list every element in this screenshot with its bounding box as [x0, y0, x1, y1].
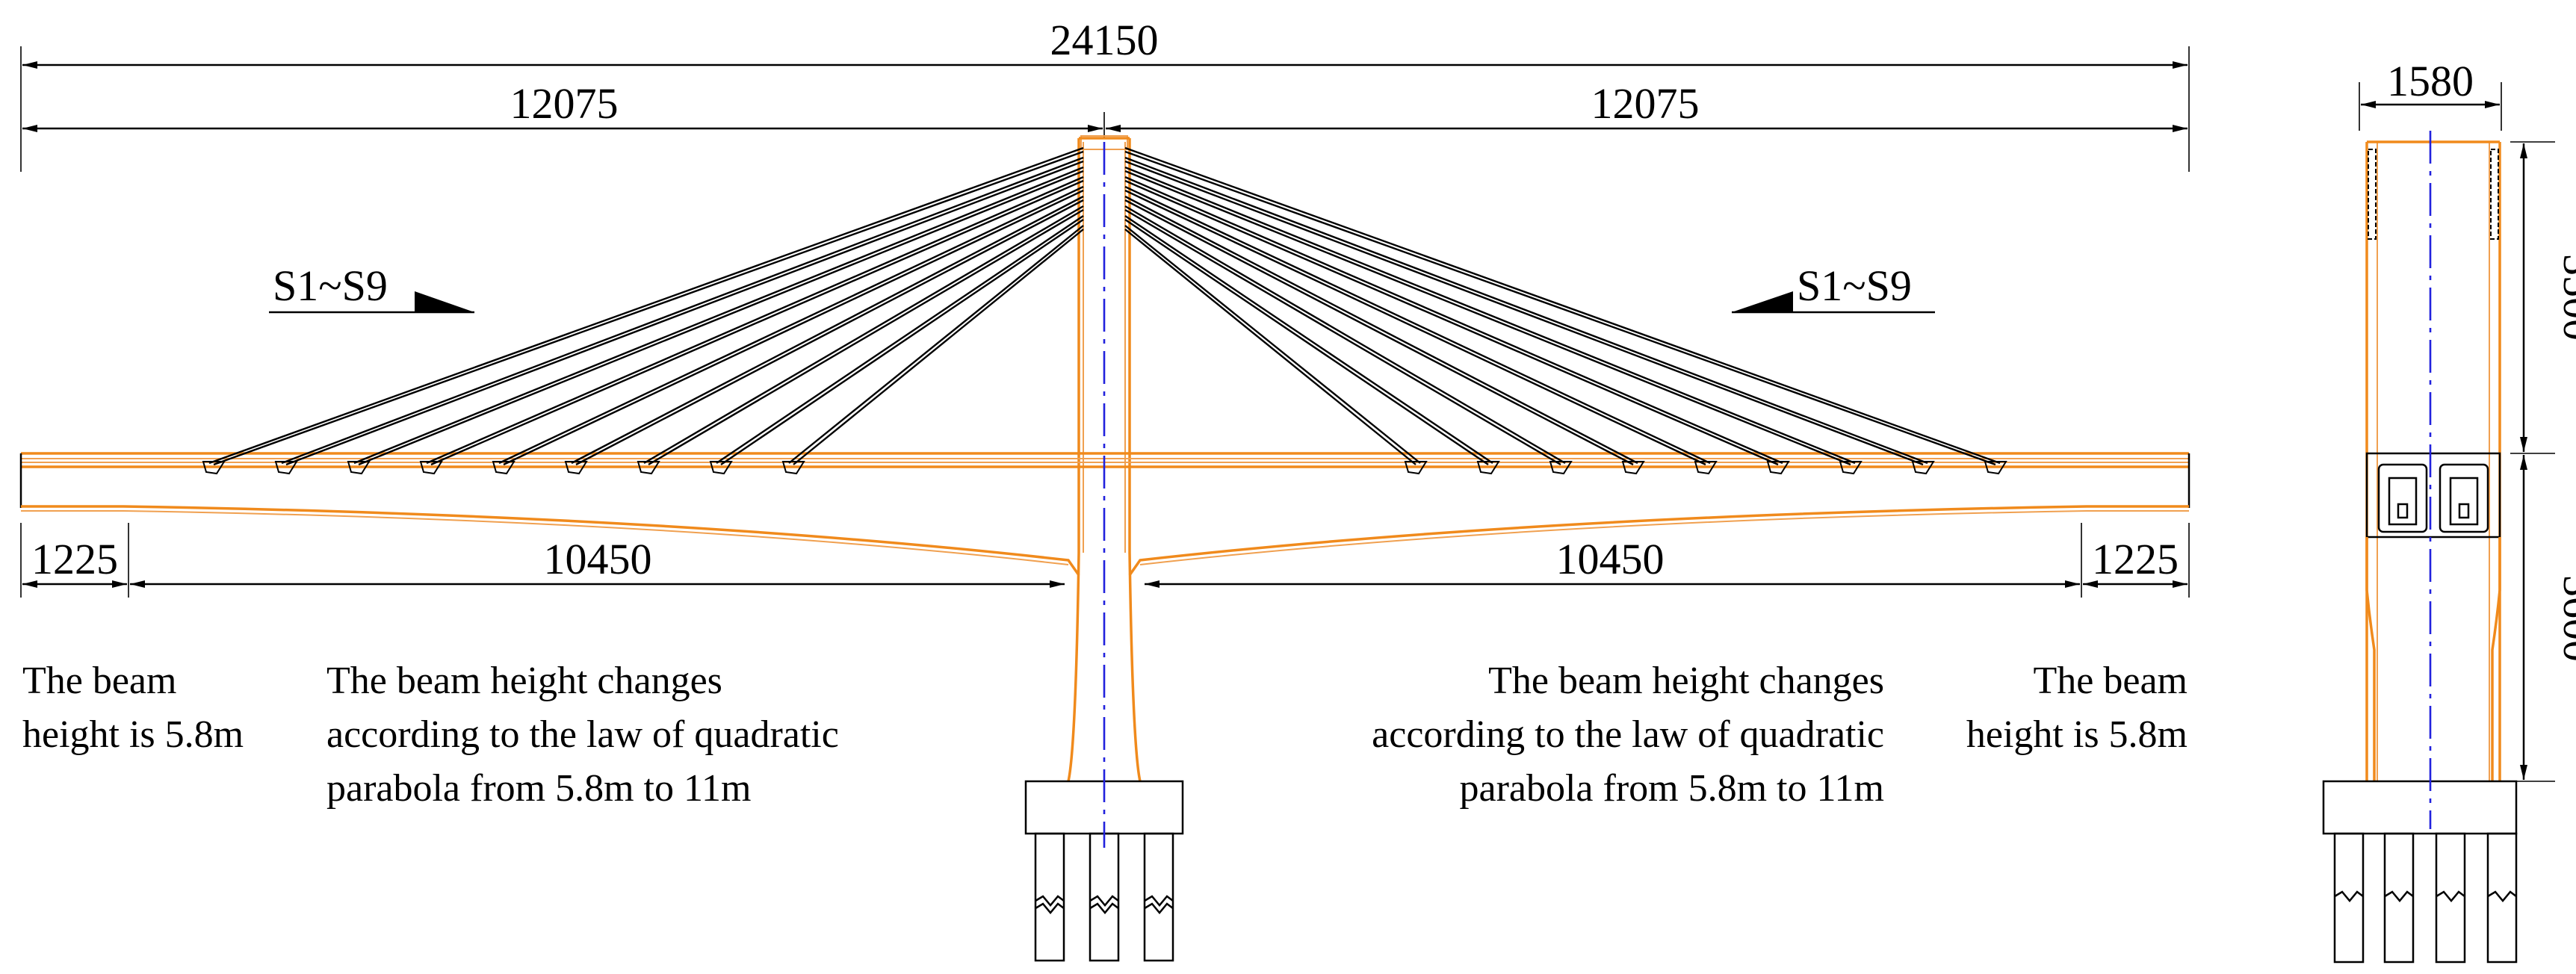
- stay-cable-right-edge: [1124, 150, 1996, 466]
- total-span-dimension: 24150: [20, 16, 2190, 172]
- stay-cable-left: [426, 176, 1084, 465]
- stay-cable-right: [1124, 205, 1566, 465]
- stay-cable-right-edge: [1124, 219, 1489, 465]
- stay-cable-right: [1124, 185, 1711, 465]
- stay-cable-left: [716, 215, 1084, 464]
- cable-anchor-right: [1766, 461, 1790, 475]
- stay-cable-right-edge: [1124, 229, 1417, 465]
- end-left-label: 1225: [31, 535, 118, 583]
- stay-cable-right-edge: [1124, 199, 1634, 466]
- svg-text:The beam: The beam: [22, 660, 176, 702]
- cable-anchor-left: [709, 461, 733, 475]
- cable-anchor-right: [1621, 461, 1645, 475]
- stay-cable-right: [1124, 195, 1638, 465]
- cable-anchor-right: [1911, 461, 1935, 475]
- end-right-label: 1225: [2092, 535, 2179, 583]
- stay-cable-left-edge: [720, 219, 1084, 465]
- side-span-left-label: 12075: [510, 79, 619, 128]
- svg-text:height is 5.8m: height is 5.8m: [22, 713, 244, 756]
- pile: [1143, 832, 1174, 962]
- cable-anchor-left: [274, 461, 298, 475]
- cable-label-left: S1~S9: [269, 261, 474, 314]
- stay-cable-right-edge: [1124, 179, 1779, 466]
- note-right-constant: The beam height is 5.8m: [1966, 660, 2188, 756]
- pile: [1034, 832, 1065, 962]
- stay-cable-left-edge: [503, 189, 1084, 466]
- stay-cable-left: [208, 146, 1084, 465]
- pier-height-lower-label: 3600: [2554, 575, 2576, 662]
- stay-cable-left: [353, 166, 1084, 465]
- note-left-constant: The beam height is 5.8m: [22, 660, 244, 756]
- svg-text:The beam height changes: The beam height changes: [1488, 660, 1884, 702]
- cable-anchor-right: [1694, 461, 1718, 475]
- stay-cable-right: [1124, 156, 1928, 465]
- cables-right-label: S1~S9: [1797, 261, 1912, 310]
- svg-text:The beam: The beam: [2034, 660, 2188, 702]
- stay-cable-left-edge: [575, 199, 1084, 466]
- stay-cable-left-edge: [793, 229, 1084, 465]
- stay-cables-right: [1124, 146, 2001, 466]
- cable-anchor-left: [492, 461, 515, 475]
- cables-left-label: S1~S9: [273, 261, 388, 310]
- stay-cables-left: [208, 146, 1084, 466]
- stay-cable-right-edge: [1124, 170, 1851, 466]
- stay-cable-left-edge: [358, 170, 1084, 466]
- stay-cable-left-edge: [285, 160, 1084, 466]
- pile-cap-side: [2322, 780, 2518, 835]
- pier-width-label: 1580: [2387, 57, 2474, 105]
- segment-dimensions: 1225 10450 10450 1225: [20, 523, 2190, 598]
- stay-cable-left-edge: [213, 150, 1084, 466]
- tower-height-upper-label: 3500: [2554, 254, 2576, 341]
- stay-cable-right: [1124, 146, 2001, 465]
- stay-cable-right: [1124, 166, 1856, 465]
- stay-cable-right: [1124, 215, 1493, 464]
- stay-cable-left: [643, 205, 1084, 465]
- cable-anchor-right: [1839, 461, 1863, 475]
- stay-cable-right: [1124, 176, 1783, 465]
- svg-text:parabola from 5.8m to 11m: parabola from 5.8m to 11m: [1460, 767, 1885, 810]
- cable-anchor-right: [1984, 461, 2007, 475]
- total-span-label: 24150: [1050, 16, 1159, 64]
- stay-cable-left: [571, 195, 1084, 465]
- pier-side-view: 1580 3500 3600: [2322, 57, 2576, 964]
- stay-cable-left: [788, 225, 1084, 464]
- svg-text:parabola from 5.8m to 11m: parabola from 5.8m to 11m: [326, 767, 752, 810]
- piles-side: [2333, 832, 2518, 964]
- variable-left-label: 10450: [544, 535, 652, 583]
- cable-anchor-left: [419, 461, 443, 475]
- cable-anchor-left: [637, 461, 660, 475]
- svg-text:according to the law of quadra: according to the law of quadratic: [1372, 713, 1884, 756]
- cable-anchor-left: [202, 461, 226, 475]
- cable-anchor-right: [1549, 461, 1573, 475]
- cable-anchor-left: [781, 461, 805, 475]
- cable-anchors: [202, 461, 2007, 475]
- cable-anchor-left: [347, 461, 371, 475]
- piles-elevation: [1034, 832, 1174, 962]
- cable-anchor-right: [1476, 461, 1500, 475]
- cable-anchor-left: [564, 461, 588, 475]
- svg-text:The beam height changes: The beam height changes: [326, 660, 722, 702]
- stay-cable-right-edge: [1124, 160, 1924, 466]
- stay-cable-right-edge: [1124, 208, 1561, 466]
- cable-anchor-right: [1404, 461, 1428, 475]
- svg-text:height is 5.8m: height is 5.8m: [1966, 713, 2188, 756]
- pile: [1089, 832, 1120, 962]
- side-span-right-label: 12075: [1591, 79, 1700, 128]
- stay-cable-left: [498, 185, 1084, 465]
- note-left-variable: The beam height changes according to the…: [326, 660, 839, 810]
- variable-right-label: 10450: [1556, 535, 1665, 583]
- cable-label-right: S1~S9: [1732, 261, 1935, 314]
- note-right-variable: The beam height changes according to the…: [1372, 660, 1884, 810]
- stay-cable-left: [281, 156, 1084, 465]
- stay-cable-right-edge: [1124, 189, 1706, 466]
- svg-text:according to the law of quadra: according to the law of quadratic: [326, 713, 839, 756]
- stay-cable-left-edge: [430, 179, 1084, 466]
- side-span-dimensions: 12075 12075: [22, 79, 2188, 138]
- stay-cable-left-edge: [648, 208, 1084, 466]
- deck-girder: [19, 452, 2190, 577]
- stay-cable-right: [1124, 225, 1421, 464]
